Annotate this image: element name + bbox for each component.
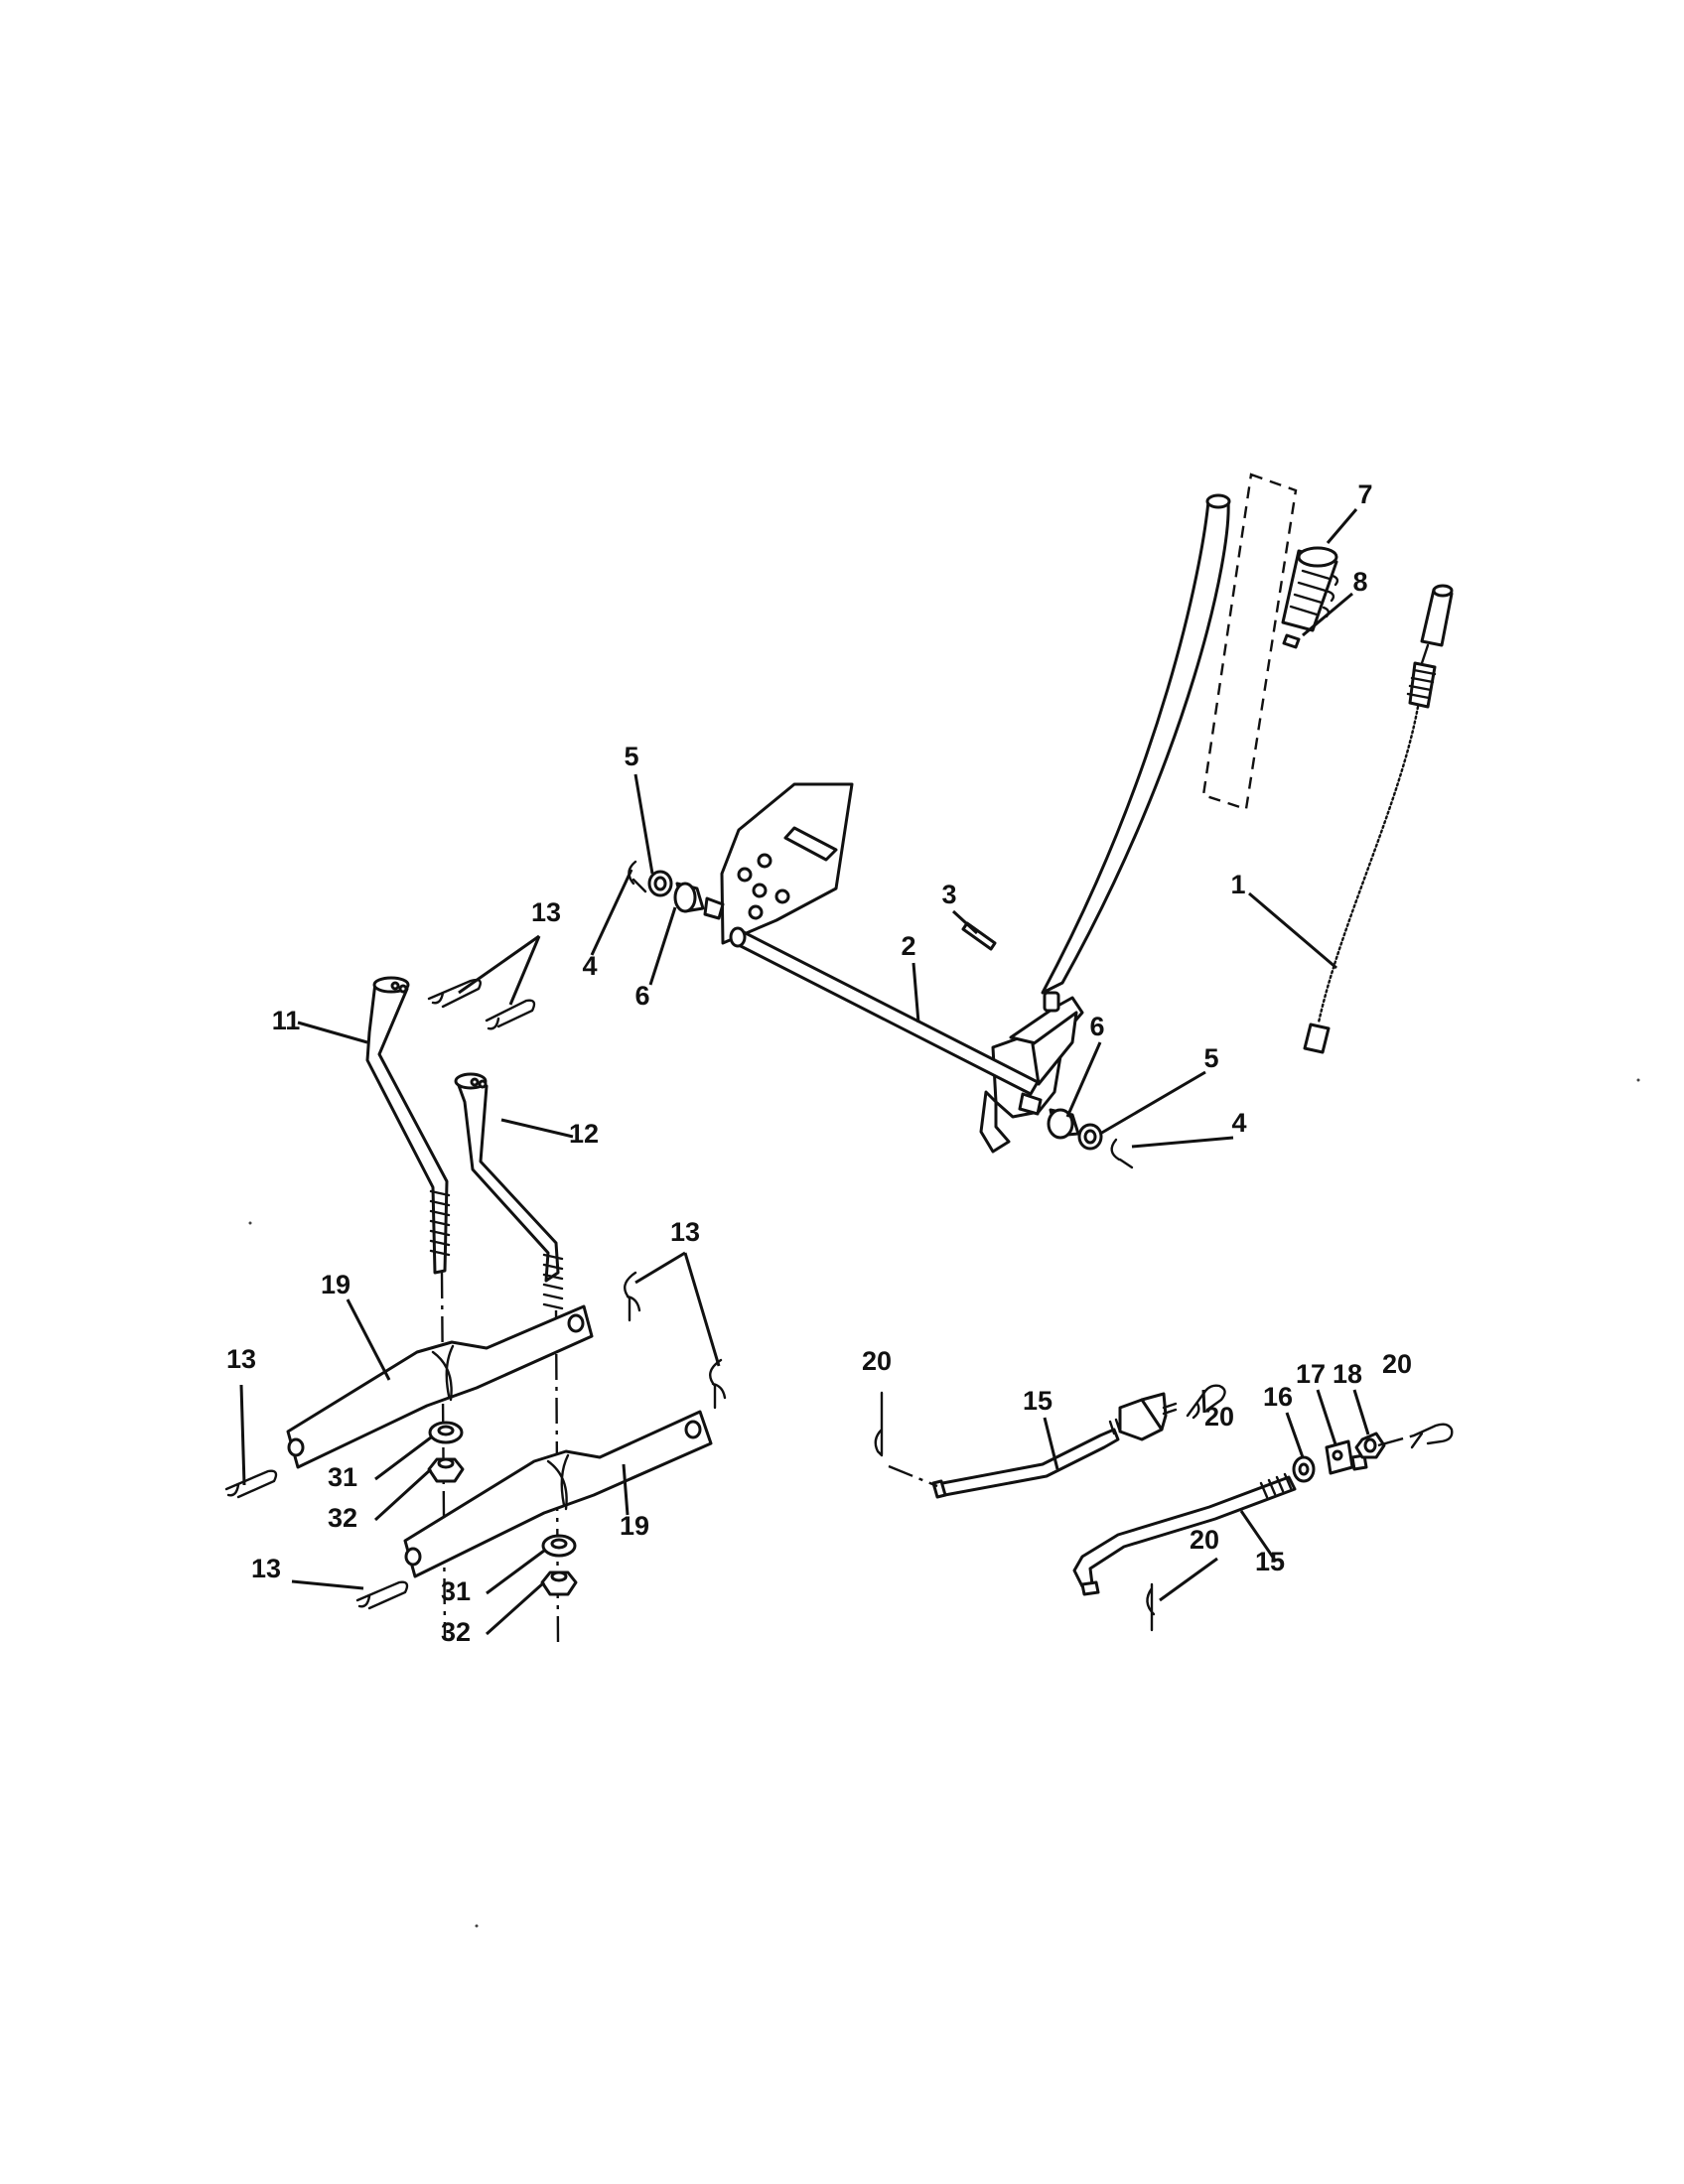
callout-6: 6	[1089, 1012, 1104, 1041]
callout-2: 2	[901, 931, 915, 961]
callout-5: 5	[1203, 1043, 1218, 1073]
callout-31: 31	[328, 1462, 357, 1492]
left-shaft-hardware	[628, 860, 725, 920]
hair-pins-upper	[427, 934, 541, 1030]
rod-hardware	[1292, 1432, 1386, 1483]
callout-20: 20	[1204, 1402, 1234, 1432]
callout-6: 6	[634, 981, 649, 1011]
grip-insert	[1282, 633, 1301, 649]
callout-4: 4	[582, 951, 597, 981]
callout-20: 20	[1190, 1525, 1219, 1555]
adjust-rod-lower	[1072, 1472, 1297, 1596]
callout-16: 16	[1263, 1382, 1293, 1412]
scan-specks	[248, 1078, 1640, 1928]
callout-13: 13	[226, 1344, 256, 1374]
hair-pins-lower	[224, 1251, 727, 1610]
lift-arm-lower	[403, 1410, 713, 1578]
callout-20: 20	[1382, 1349, 1412, 1379]
callout-20: 20	[862, 1346, 892, 1376]
adjust-rod-upper	[931, 1392, 1178, 1499]
callout-5: 5	[624, 742, 638, 771]
callout-19: 19	[321, 1270, 351, 1299]
centerline-left	[440, 1272, 447, 1639]
lift-handle	[979, 473, 1298, 1154]
callout-19: 19	[620, 1511, 649, 1541]
lift-link-12	[454, 1072, 564, 1310]
washer-nut-lower	[540, 1534, 578, 1596]
lift-cable	[1248, 584, 1454, 1054]
cotter-pins	[874, 1384, 1454, 1632]
callout-31: 31	[441, 1576, 471, 1606]
roll-pin	[961, 921, 997, 951]
washer-nut-upper	[427, 1421, 465, 1483]
rod-phantom-line-2	[1377, 1433, 1415, 1447]
callout-4: 4	[1231, 1108, 1246, 1138]
callout-12: 12	[569, 1119, 599, 1149]
callout-18: 18	[1333, 1359, 1362, 1389]
leader-lines	[297, 508, 1370, 1636]
handle-grip	[1281, 546, 1339, 632]
callout-13: 13	[251, 1554, 281, 1583]
callout-11: 11	[272, 1006, 301, 1035]
lift-arm-upper	[286, 1304, 594, 1469]
callout-3: 3	[941, 880, 956, 909]
mounting-plate	[720, 782, 854, 945]
rod-phantom-line-1	[888, 1464, 938, 1488]
callout-7: 7	[1357, 479, 1372, 509]
callout-32: 32	[441, 1617, 471, 1647]
callout-32: 32	[328, 1503, 357, 1533]
callout-13: 13	[531, 897, 561, 927]
callout-15: 15	[1255, 1547, 1285, 1576]
callout-17: 17	[1296, 1359, 1326, 1389]
right-shaft-hardware	[1018, 1092, 1134, 1169]
callout-8: 8	[1352, 567, 1367, 597]
callout-15: 15	[1023, 1386, 1052, 1416]
cross-shaft	[729, 926, 1040, 1096]
callout-1: 1	[1230, 870, 1245, 899]
callout-13: 13	[670, 1217, 700, 1247]
lift-link-11	[365, 976, 451, 1275]
